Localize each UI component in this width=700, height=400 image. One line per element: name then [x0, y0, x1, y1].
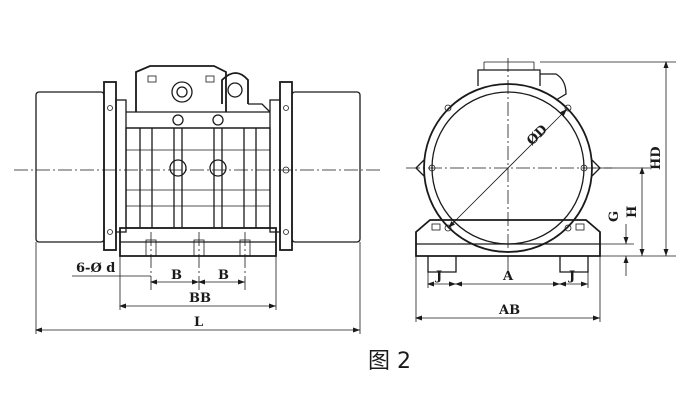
l-label: L	[194, 315, 203, 330]
holes-label: 6-Ø d	[76, 261, 115, 276]
motor-body	[125, 127, 271, 229]
ab-label: AB	[498, 303, 520, 318]
side-lifting-lug	[540, 73, 567, 101]
side-view: ØD J A J AB G	[406, 58, 676, 322]
b1-label: B	[171, 268, 182, 283]
terminal-box	[135, 65, 227, 112]
od-dimension	[448, 108, 568, 228]
lifting-lug	[221, 72, 249, 104]
h-label: H	[625, 206, 640, 218]
left-weight-cover	[35, 91, 105, 243]
j-right-label: J	[568, 269, 575, 284]
right-foot	[559, 256, 589, 273]
j-left-label: J	[435, 269, 442, 284]
hd-label: HD	[649, 146, 664, 170]
figure-caption: 图 2	[368, 349, 411, 374]
bb-label: BB	[189, 291, 211, 306]
a-label: A	[502, 269, 514, 284]
right-weight-cover	[291, 91, 361, 243]
front-view: 6-Ø d B B BB L	[14, 65, 382, 334]
b2-label: B	[218, 268, 229, 283]
side-terminal-box	[477, 69, 541, 86]
left-flange	[103, 81, 117, 251]
right-flange	[279, 81, 293, 251]
left-foot	[427, 256, 457, 273]
g-label: G	[607, 211, 622, 222]
cooling-ribs	[126, 128, 270, 228]
left-ear	[415, 159, 425, 177]
cable-gland	[171, 81, 193, 103]
od-label: ØD	[524, 122, 551, 149]
